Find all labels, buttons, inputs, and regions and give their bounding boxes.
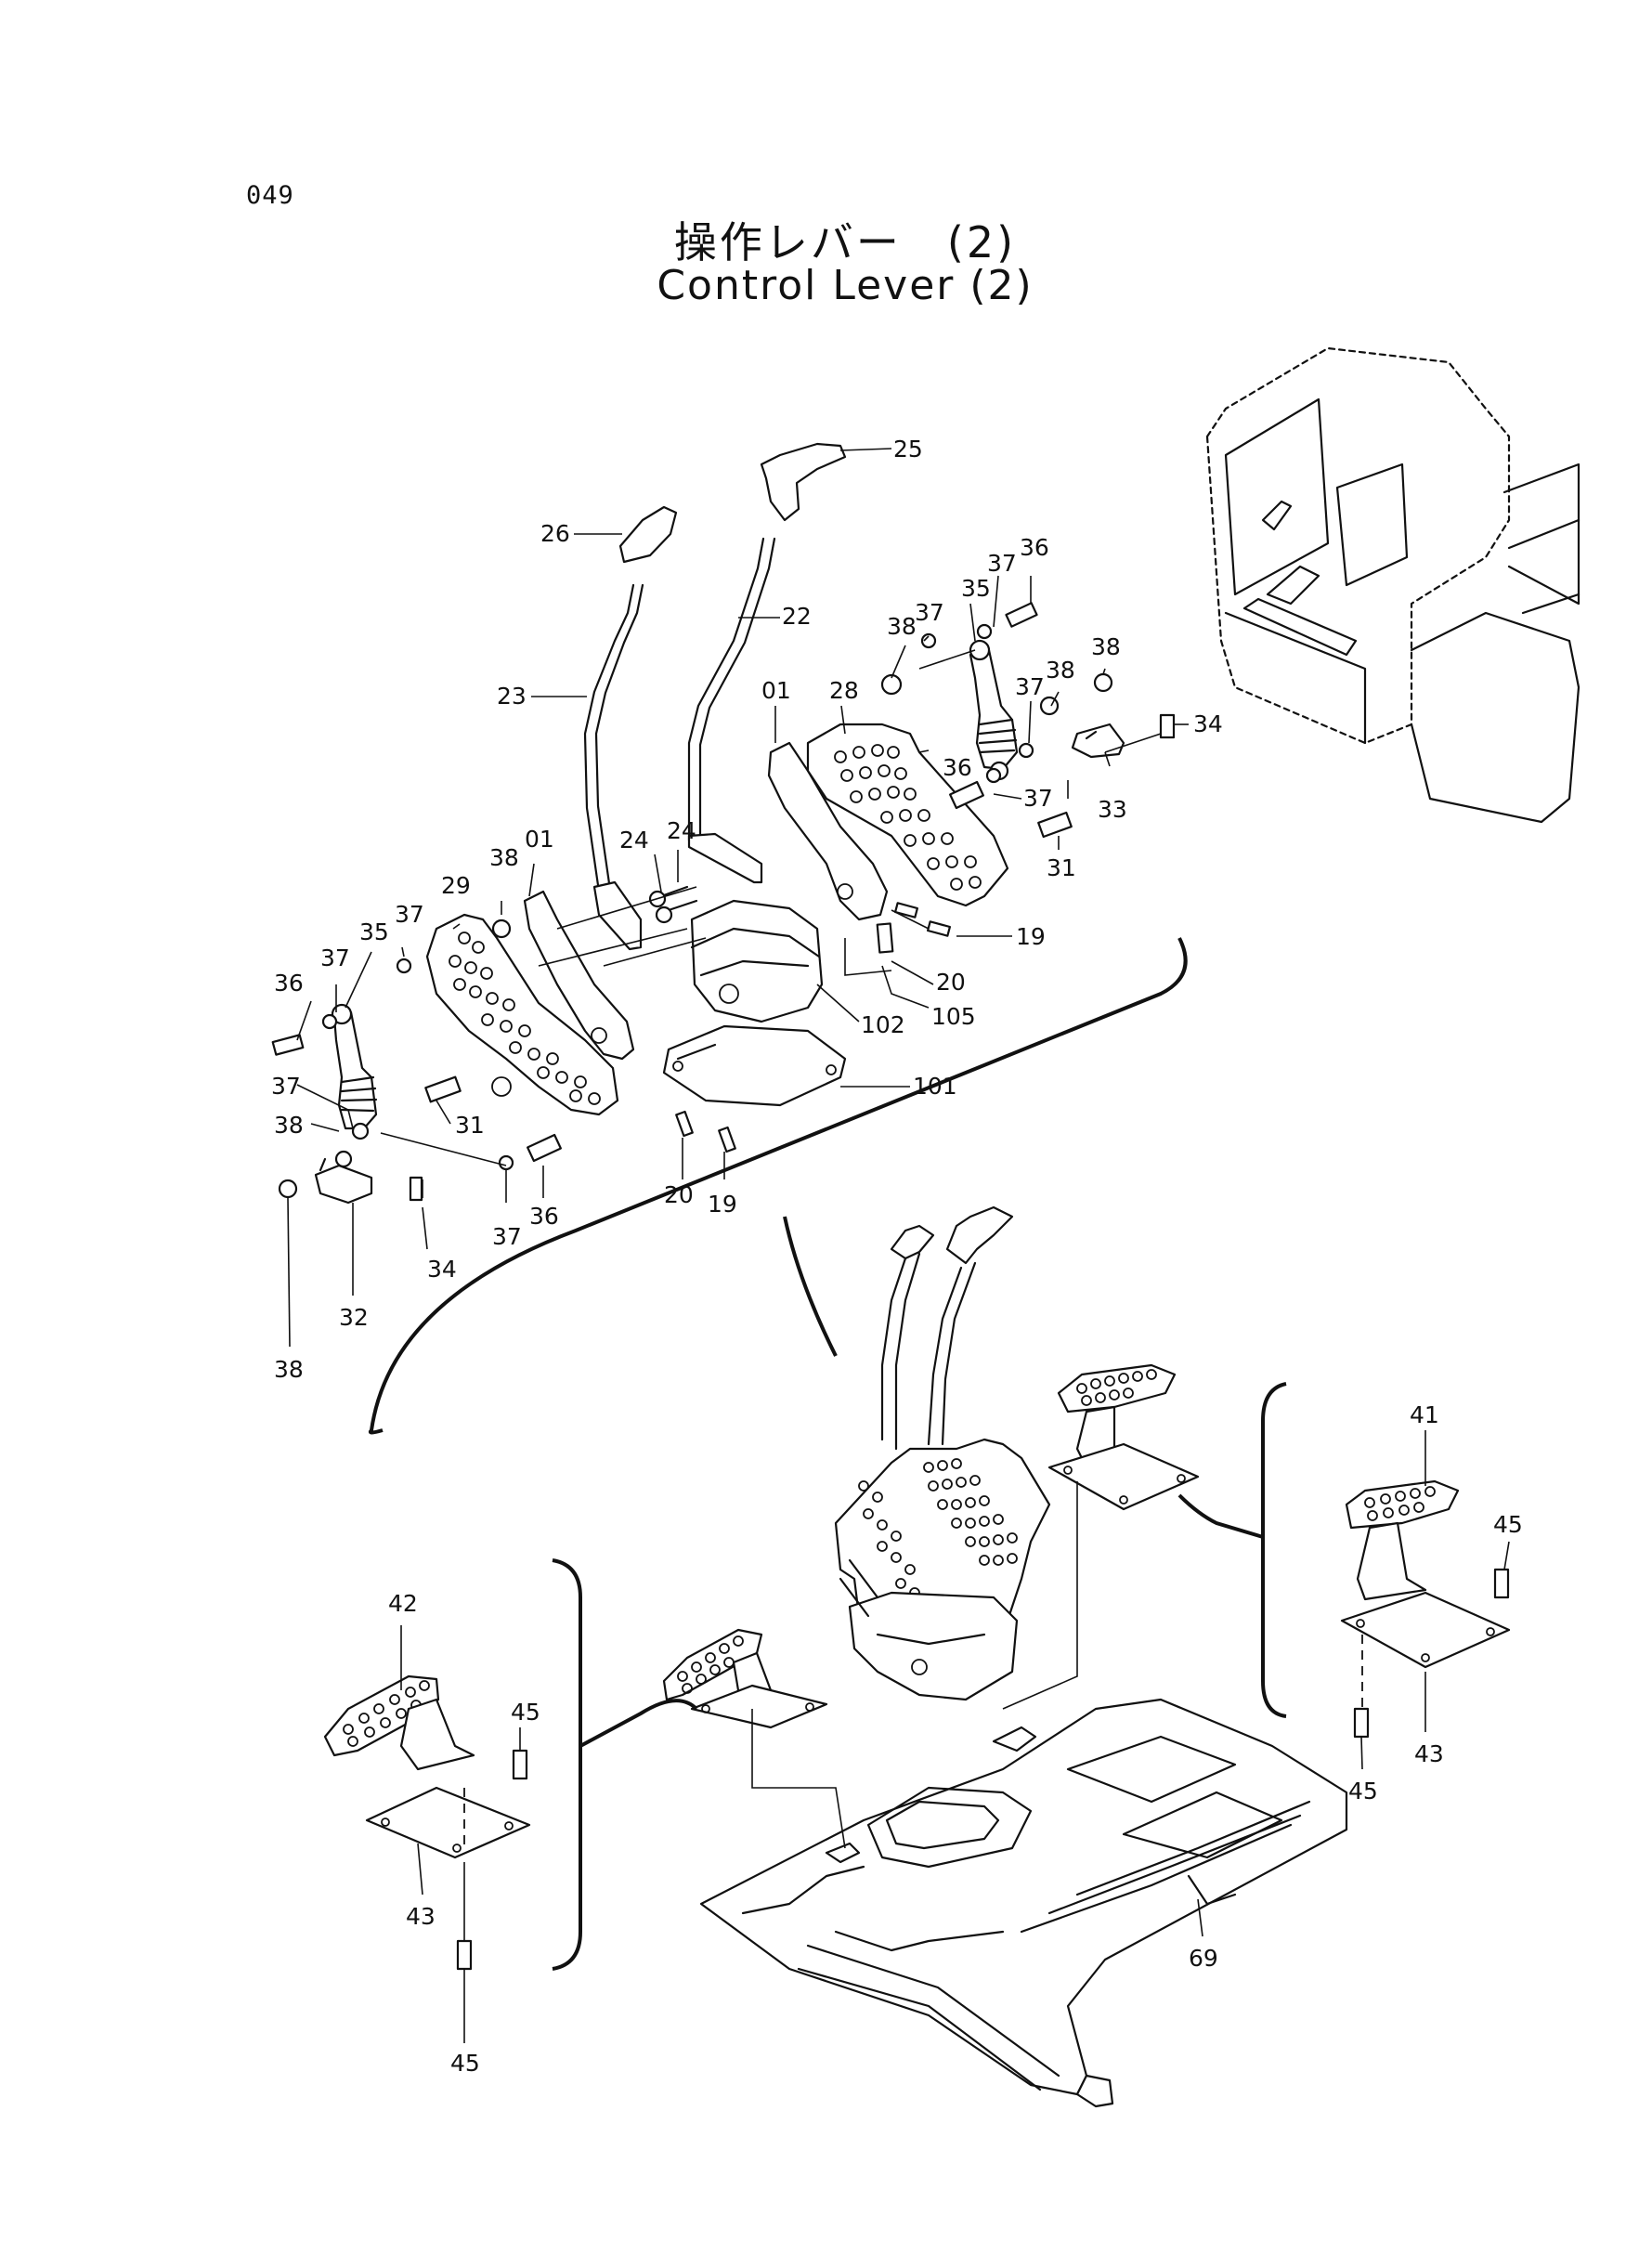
- callout-105: 105: [931, 1003, 976, 1030]
- callout-24: 24: [667, 817, 696, 844]
- callout-41: 41: [1410, 1401, 1439, 1428]
- callout-42: 42: [388, 1590, 418, 1617]
- pedal-41-installed: [1047, 1363, 1200, 1511]
- callout-20: 20: [664, 1181, 694, 1208]
- callout-69: 69: [1189, 1945, 1218, 1972]
- callout-32: 32: [339, 1304, 369, 1331]
- callout-36: 36: [274, 970, 304, 997]
- callout-25: 25: [893, 436, 923, 463]
- callout-38: 38: [489, 844, 519, 871]
- callout-45: 45: [1348, 1778, 1378, 1804]
- group-bracket-right: [1261, 1382, 1287, 1718]
- callout-20: 20: [936, 969, 966, 996]
- callout-34: 34: [1193, 710, 1223, 737]
- callout-26: 26: [540, 520, 570, 547]
- assembled-console: [834, 1205, 1051, 1701]
- callout-37: 37: [320, 945, 350, 971]
- callout-45: 45: [511, 1699, 540, 1726]
- title-japanese: 操作レバー (2): [673, 217, 1017, 267]
- callout-37: 37: [987, 550, 1017, 577]
- callout-37: 37: [1023, 785, 1053, 812]
- callout-43: 43: [406, 1903, 436, 1930]
- callout-31: 31: [455, 1112, 485, 1139]
- group-bracket-top: [368, 937, 1188, 1435]
- callout-34: 34: [427, 1256, 457, 1283]
- callout-19: 19: [1016, 923, 1046, 950]
- callout-37: 37: [915, 599, 944, 626]
- callout-101: 101: [913, 1073, 957, 1100]
- pedal-42-installed: [662, 1628, 828, 1729]
- callout-36: 36: [943, 754, 972, 781]
- callout-01: 01: [525, 826, 554, 853]
- pedal-42-exploded: [323, 1674, 531, 1971]
- callout-22: 22: [782, 603, 812, 630]
- pedal-28-holes: [834, 744, 982, 891]
- callout-31: 31: [1047, 854, 1076, 881]
- floor-plate-69: [699, 1698, 1348, 2108]
- callout-37: 37: [395, 901, 424, 928]
- callout-28: 28: [829, 677, 859, 704]
- callout-01: 01: [761, 677, 791, 704]
- leader-lines: [287, 448, 1510, 2043]
- pedal-29-holes: [449, 932, 601, 1105]
- callout-37: 37: [492, 1223, 522, 1250]
- callout-36: 36: [1020, 534, 1049, 561]
- callout-45: 45: [1493, 1511, 1523, 1538]
- callout-38: 38: [887, 613, 917, 640]
- callout-29: 29: [441, 872, 471, 899]
- title-english: Control Lever (2): [657, 262, 1034, 309]
- callout-45: 45: [450, 2050, 480, 2077]
- callout-23: 23: [497, 683, 527, 710]
- cab-illustration: [1205, 346, 1580, 824]
- callout-36: 36: [529, 1203, 559, 1230]
- pedal-41-exploded: [1340, 1479, 1511, 1739]
- callout-37: 37: [1015, 673, 1045, 700]
- callout-38: 38: [274, 1356, 304, 1383]
- callout-19: 19: [708, 1191, 737, 1218]
- callout-102: 102: [861, 1011, 905, 1038]
- callout-labels: 25 26 22 23 35 37 36 37 38 28 01 37 38 3…: [271, 436, 1523, 2077]
- callout-33: 33: [1098, 796, 1127, 823]
- group-bracket-left: [552, 1558, 582, 1971]
- callout-24: 24: [619, 827, 649, 853]
- callout-43: 43: [1414, 1740, 1444, 1767]
- callout-38: 38: [1046, 657, 1075, 684]
- console-pedal-holes: [858, 1458, 1018, 1598]
- callout-38: 38: [274, 1112, 304, 1139]
- lever-assembly: [271, 442, 1176, 1205]
- callout-37: 37: [271, 1073, 301, 1100]
- callout-35: 35: [961, 575, 991, 602]
- callout-35: 35: [359, 919, 389, 945]
- callout-38: 38: [1091, 633, 1121, 660]
- page-number: 049: [246, 181, 294, 210]
- bolts: [271, 602, 1176, 1202]
